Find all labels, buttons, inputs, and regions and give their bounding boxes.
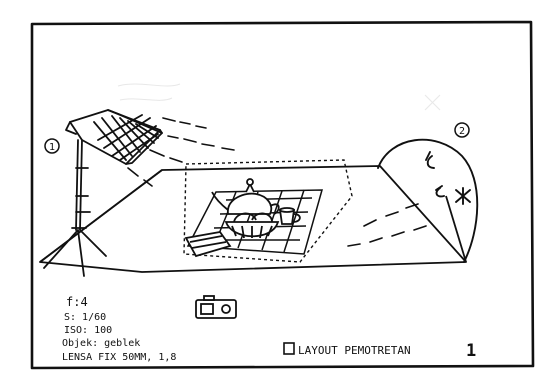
setting-lens: LENSA FIX 50MM, 1,8 (62, 352, 176, 363)
page-number: 1 (466, 341, 476, 361)
setting-shutter: S: 1/60 (64, 312, 106, 323)
light-two-label: 2 (459, 126, 465, 137)
camera-icon (196, 296, 236, 318)
light-one-label: 1 (49, 142, 55, 153)
setting-object: Objek: geblek (62, 338, 140, 349)
setting-iso: ISO: 100 (64, 325, 112, 336)
layout-title: LAYOUT PEMOTRETAN (298, 344, 411, 357)
setting-aperture: f:4 (66, 295, 88, 309)
